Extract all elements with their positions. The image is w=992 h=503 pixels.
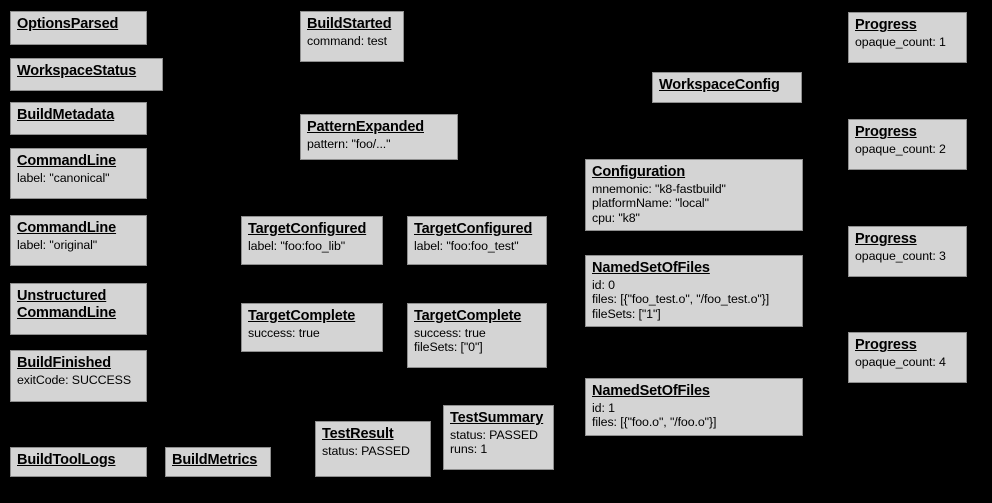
event-node-field: files: [{"foo.o", "/foo.o"}] [592,415,717,430]
event-node-field: exitCode: SUCCESS [17,372,131,387]
event-node-title: WorkspaceConfig [659,77,780,93]
event-node-title: Unstructured CommandLine [17,288,117,321]
event-node-title: TargetComplete [248,308,356,324]
event-node-field: opaque_count: 2 [855,141,946,156]
event-node-field: opaque_count: 4 [855,354,946,369]
event-node-title: BuildStarted [307,16,392,32]
event-node-title: TargetConfigured [248,221,367,237]
event-node-title: BuildMetrics [172,452,258,468]
event-node-title: TargetConfigured [414,221,533,237]
event-node-field: platformName: "local" [592,196,709,211]
event-node-title: PatternExpanded [307,119,424,135]
event-node-fields: mnemonic: "k8-fastbuild"platformName: "l… [592,182,796,225]
event-node-field: command: test [307,33,387,48]
event-node-title: TestResult [322,426,394,442]
event-node-title: Progress [855,231,917,247]
event-node-field: status: PASSED [450,427,538,442]
event-node-fields: exitCode: SUCCESS [17,373,140,387]
event-node-fields: label: "foo:foo_test" [414,239,540,253]
event-node-field: opaque_count: 3 [855,248,946,263]
event-node-title: CommandLine [17,220,117,236]
event-node-title: BuildToolLogs [17,452,116,468]
event-node-title: NamedSetOfFiles [592,383,710,399]
event-node-build-metrics[interactable]: BuildMetrics [165,447,271,477]
event-node-fields: opaque_count: 4 [855,355,960,369]
event-node-field: files: [{"foo_test.o", "/foo_test.o"}] [592,292,770,307]
event-node-title: NamedSetOfFiles [592,260,710,276]
event-node-field: fileSets: ["1"] [592,306,661,321]
event-node-workspace-config[interactable]: WorkspaceConfig [652,72,802,103]
event-node-title: BuildFinished [17,355,111,371]
event-node-title: OptionsParsed [17,16,119,32]
event-node-unstructured-command-line[interactable]: Unstructured CommandLine [10,283,147,335]
event-node-fields: opaque_count: 2 [855,142,960,156]
event-node-fields: opaque_count: 3 [855,249,960,263]
event-node-field: pattern: "foo/..." [307,136,391,151]
event-node-build-metadata[interactable]: BuildMetadata [10,102,147,135]
event-node-title: WorkspaceStatus [17,63,137,79]
event-node-title: BuildMetadata [17,107,115,123]
event-node-title: TargetComplete [414,308,522,324]
event-node-field: mnemonic: "k8-fastbuild" [592,181,726,196]
event-node-field: success: true [414,325,486,340]
event-node-workspace-status[interactable]: WorkspaceStatus [10,58,163,91]
event-node-field: fileSets: ["0"] [414,340,483,355]
event-node-field: id: 1 [592,400,615,415]
event-node-field: success: true [248,325,320,340]
event-node-options-parsed[interactable]: OptionsParsed [10,11,147,45]
event-node-title: Progress [855,124,917,140]
event-node-title: Progress [855,17,917,33]
event-node-title: Progress [855,337,917,353]
event-node-fields: opaque_count: 1 [855,35,960,49]
event-node-field: label: "foo:foo_test" [414,238,519,253]
event-node-title: TestSummary [450,410,544,426]
event-node-field: opaque_count: 1 [855,34,946,49]
event-node-fields: pattern: "foo/..." [307,137,451,151]
event-node-fields: command: test [307,34,397,48]
event-node-build-tool-logs[interactable]: BuildToolLogs [10,447,147,477]
event-node-field: id: 0 [592,277,615,292]
event-node-fields: status: PASSED [322,444,424,458]
event-node-fields: label: "canonical" [17,171,140,185]
event-node-field: runs: 1 [450,442,488,457]
event-node-field: cpu: "k8" [592,210,640,225]
event-node-field: label: "original" [17,237,98,252]
event-node-fields: success: true [248,326,376,340]
event-node-field: label: "canonical" [17,170,110,185]
event-node-title: CommandLine [17,153,117,169]
event-node-fields: label: "foo:foo_lib" [248,239,376,253]
event-node-field: label: "foo:foo_lib" [248,238,346,253]
event-node-field: status: PASSED [322,443,410,458]
event-node-fields: label: "original" [17,238,140,252]
event-node-title: Configuration [592,164,686,180]
